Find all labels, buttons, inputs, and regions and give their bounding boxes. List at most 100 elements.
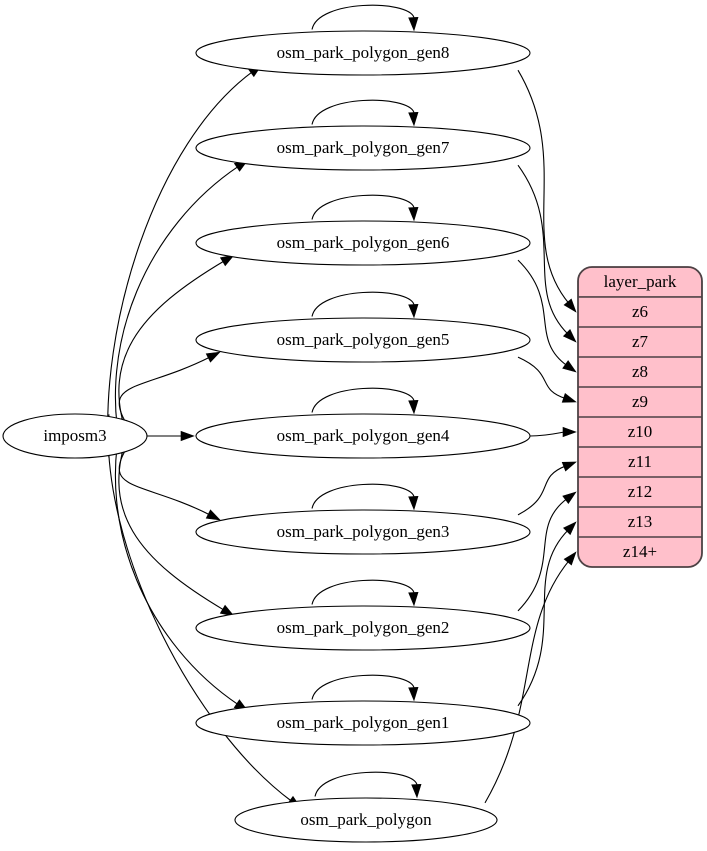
table-row-z12[interactable]: [578, 477, 702, 507]
table-row-label-z6: z6: [632, 302, 648, 321]
edge-imposm3-to-poly: [107, 414, 293, 802]
node-label-gen4: osm_park_polygon_gen4: [277, 426, 450, 445]
node-shape-gen6: [195, 220, 531, 266]
node-label-gen8: osm_park_polygon_gen8: [277, 43, 450, 62]
edge-arrowhead-gen7-to-z7: [562, 329, 577, 343]
edge-poly-to-z14+: [484, 560, 570, 804]
edge-gen6-to-z8: [517, 259, 568, 367]
node-shape-gen7: [195, 125, 531, 171]
node-label-gen3: osm_park_polygon_gen3: [277, 522, 450, 541]
node-shape-gen2: [195, 605, 531, 651]
edge-arrowhead-gen8-to-z6: [563, 298, 577, 313]
table-row-z13[interactable]: [578, 507, 702, 537]
node-shape-gen5: [195, 317, 531, 363]
node-label-imposm3: imposm3: [43, 426, 106, 445]
edge-arrowhead-gen3-to-z11: [561, 461, 577, 472]
source-node-imposm3[interactable]: imposm3: [2, 413, 148, 459]
edge-gen5-to-z9: [517, 356, 566, 400]
edge-gen7-to-z7: [517, 164, 569, 335]
node-shape-gen1: [195, 700, 531, 746]
table-outer-border: [577, 266, 703, 568]
table-row-z7[interactable]: [578, 327, 702, 357]
table-row-z14+[interactable]: [578, 537, 702, 567]
edge-imposm3-to-gen6: [118, 260, 225, 450]
self-loop-edges: [311, 4, 422, 799]
table-row-label-z11: z11: [628, 452, 652, 471]
ellipse-node-gen8[interactable]: osm_park_polygon_gen8: [195, 30, 531, 76]
self-loop-gen1: [311, 674, 415, 700]
self-loop-arrowhead-gen1: [408, 686, 419, 702]
self-loop-gen6: [311, 194, 415, 220]
ellipse-node-gen2[interactable]: osm_park_polygon_gen2: [195, 605, 531, 651]
self-loop-arrowhead-poly: [411, 783, 422, 799]
node-label-gen6: osm_park_polygon_gen6: [277, 233, 450, 252]
node-label-gen5: osm_park_polygon_gen5: [277, 330, 450, 349]
node-shape-poly: [234, 797, 498, 843]
edge-gen8-to-z6: [517, 69, 570, 304]
table-row-label-z7: z7: [632, 332, 649, 351]
self-loop-arrowhead-gen8: [408, 16, 419, 32]
self-loop-arrowhead-gen3: [408, 495, 419, 511]
ellipse-node-gen4[interactable]: osm_park_polygon_gen4: [195, 413, 531, 459]
layer-park-table[interactable]: [578, 267, 702, 567]
self-loop-gen4: [311, 387, 415, 413]
table-row-z11[interactable]: [578, 447, 702, 477]
ellipse-node-gen7[interactable]: osm_park_polygon_gen7: [195, 125, 531, 171]
table-header-label: layer_park: [604, 272, 677, 291]
edge-imposm3-to-gen1: [114, 417, 239, 706]
self-loop-gen7: [311, 99, 415, 125]
self-loop-arrowhead-gen6: [408, 206, 419, 222]
edge-arrowhead-gen2-to-z12: [562, 491, 577, 505]
self-loop-poly: [314, 771, 418, 797]
table-row-label-z9: z9: [632, 392, 648, 411]
node-shape-gen8: [195, 30, 531, 76]
edge-arrowhead-imposm3-to-gen3: [205, 509, 221, 521]
node-label-gen2: osm_park_polygon_gen2: [277, 618, 450, 637]
table-row-label-z12: z12: [628, 482, 653, 501]
ellipse-nodes: osm_park_polygon_gen8 osm_park_polygon_ge…: [195, 30, 531, 843]
ellipse-node-gen3[interactable]: osm_park_polygon_gen3: [195, 509, 531, 555]
edge-gen1-to-z13: [517, 529, 569, 707]
edge-imposm3-to-gen8: [107, 71, 254, 458]
edge-arrowhead-poly-to-z14+: [563, 551, 577, 566]
table-row-label-z13: z13: [628, 512, 653, 531]
edge-arrowhead-imposm3-to-gen2: [219, 604, 235, 617]
ellipse-node-gen1[interactable]: osm_park_polygon_gen1: [195, 700, 531, 746]
self-loop-gen2: [311, 579, 415, 605]
node-label-poly: osm_park_polygon: [300, 810, 432, 829]
self-loop-gen8: [311, 4, 415, 30]
table-row-z6[interactable]: [578, 297, 702, 327]
self-loop-arrowhead-gen7: [408, 111, 419, 127]
edge-gen4-to-z10: [529, 431, 566, 437]
self-loop-arrowhead-gen2: [408, 591, 419, 607]
table-row-label-z10: z10: [628, 422, 653, 441]
self-loop-gen5: [311, 291, 415, 317]
edge-arrowhead-gen5-to-z9: [561, 392, 577, 403]
edge-arrowhead-imposm3-to-gen4: [180, 430, 195, 442]
ellipse-node-poly[interactable]: osm_park_polygon: [234, 797, 498, 843]
table-row-z8[interactable]: [578, 357, 702, 387]
edge-arrowhead-gen6-to-z8: [562, 360, 577, 373]
edge-arrowhead-gen1-to-z13: [563, 521, 577, 536]
table-row-z10[interactable]: [578, 417, 702, 447]
node-shape-gen4: [195, 413, 531, 459]
table-row-z9[interactable]: [578, 387, 702, 417]
edge-gen3-to-z11: [517, 465, 566, 516]
edge-imposm3-to-gen7: [114, 165, 239, 455]
node-shape-gen3: [195, 509, 531, 555]
edge-gen2-to-z12: [517, 498, 568, 612]
ellipse-node-gen5[interactable]: osm_park_polygon_gen5: [195, 317, 531, 363]
edges-to-layer-park: [484, 69, 577, 804]
self-loop-arrowhead-gen5: [408, 303, 419, 319]
edge-arrowhead-gen4-to-z10: [562, 426, 577, 438]
source-node-group: imposm3: [2, 413, 148, 459]
node-label-gen7: osm_park_polygon_gen7: [277, 138, 450, 157]
self-loop-gen3: [311, 483, 415, 509]
table-row-label-z8: z8: [632, 362, 648, 381]
ellipse-node-gen6[interactable]: osm_park_polygon_gen6: [195, 220, 531, 266]
node-shape-imposm3: [2, 413, 148, 459]
node-label-gen1: osm_park_polygon_gen1: [277, 713, 450, 732]
